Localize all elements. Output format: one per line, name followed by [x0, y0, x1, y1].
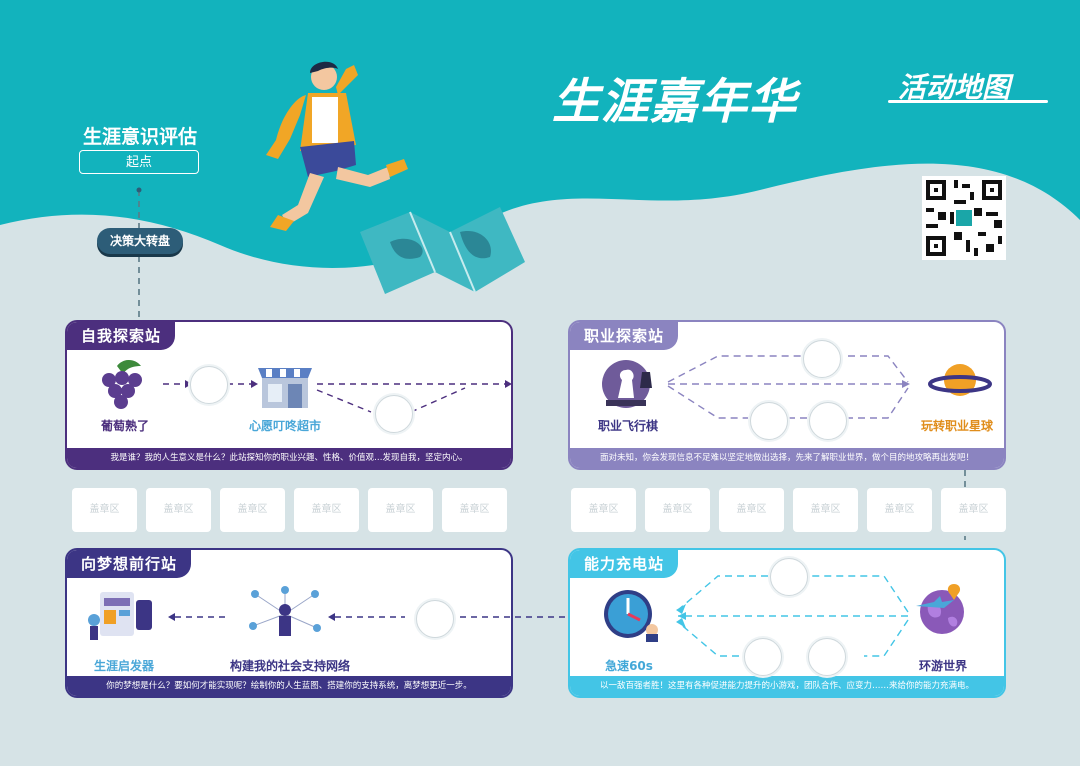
station-item-speed-60s[interactable]: 急速60s	[605, 659, 653, 673]
activity-slot[interactable]	[808, 638, 846, 676]
decision-wheel-badge: 决策大转盘	[97, 228, 183, 254]
activity-slot[interactable]	[809, 402, 847, 440]
stamp-row-right: 盖章区 盖章区 盖章区 盖章区 盖章区 盖章区	[571, 488, 1006, 532]
activity-slot[interactable]	[190, 366, 228, 404]
activity-slot[interactable]	[803, 340, 841, 378]
self-station-flow	[163, 380, 512, 413]
planet-icon	[928, 364, 992, 396]
start-title: 生涯意识评估	[82, 126, 197, 148]
station-item-grapes[interactable]: 葡萄熟了	[100, 419, 149, 433]
activity-slot[interactable]	[750, 402, 788, 440]
stamp-slot[interactable]: 盖章区	[719, 488, 784, 532]
stamp-slot[interactable]: 盖章区	[368, 488, 433, 532]
stamp-row-left: 盖章区 盖章区 盖章区 盖章区 盖章区 盖章区	[72, 488, 507, 532]
store-icon	[258, 368, 312, 408]
stamp-slot[interactable]: 盖章区	[146, 488, 211, 532]
stamp-slot[interactable]: 盖章区	[571, 488, 636, 532]
stamp-slot[interactable]: 盖章区	[645, 488, 710, 532]
station-footer: 我是谁？我的人生意义是什么？此站探知你的职业兴趣、性格、价值观…发现自我，坚定内…	[67, 448, 511, 468]
station-item-world-tour[interactable]: 环游世界	[918, 659, 967, 673]
stamp-slot[interactable]: 盖章区	[72, 488, 137, 532]
chess-icon	[602, 360, 652, 408]
globe-icon	[916, 584, 964, 634]
stamp-slot[interactable]: 盖章区	[294, 488, 359, 532]
network-icon	[249, 586, 321, 636]
station-career-exploration: 职业探索站 面对未知，你会发现信息不足难以坚定地做出选择，先来了解职业世界，做个…	[568, 320, 1006, 470]
station-item-career-planet[interactable]: 玩转职业星球	[920, 419, 993, 433]
station-self-exploration: 自我探索站 我是谁？我的人生意义是什么？此站探知你的职业兴趣、性格、价值观…发现…	[65, 320, 513, 470]
title-underline	[888, 100, 1048, 103]
activity-slot[interactable]	[375, 395, 413, 433]
page-subtitle: 活动地图	[898, 71, 1011, 104]
page-title: 生涯嘉年华	[552, 74, 798, 130]
station-item-career-chess[interactable]: 职业飞行棋	[597, 419, 658, 433]
station-footer: 面对未知，你会发现信息不足难以坚定地做出选择，先来了解职业世界，做个目的地攻略再…	[570, 448, 1004, 468]
station-tab: 自我探索站	[67, 322, 176, 350]
station-item-career-inspirer[interactable]: 生涯启发器	[93, 659, 154, 673]
stamp-slot[interactable]: 盖章区	[442, 488, 507, 532]
person-jumping-icon	[266, 61, 408, 231]
dashboard-icon	[88, 592, 152, 640]
dream-station-flow	[168, 613, 600, 621]
stamp-slot[interactable]: 盖章区	[220, 488, 285, 532]
activity-slot[interactable]	[770, 558, 808, 596]
station-tab: 职业探索站	[570, 322, 679, 350]
station-tab: 能力充电站	[570, 550, 679, 578]
activity-slot[interactable]	[416, 600, 454, 638]
station-item-support-network[interactable]: 构建我的社会支持网络	[229, 659, 350, 673]
clock-icon	[604, 590, 658, 642]
activity-slot[interactable]	[744, 638, 782, 676]
stamp-slot[interactable]: 盖章区	[867, 488, 932, 532]
qr-code-icon[interactable]	[922, 176, 1006, 260]
stamp-slot[interactable]: 盖章区	[941, 488, 1006, 532]
station-footer: 以一敌百强者胜！这里有各种促进能力提升的小游戏，团队合作、应变力……来给你的能力…	[570, 676, 1004, 696]
station-item-wish-store[interactable]: 心愿叮咚超市	[248, 419, 321, 433]
map-icon	[360, 207, 525, 294]
stamp-slot[interactable]: 盖章区	[793, 488, 858, 532]
grapes-icon	[102, 360, 142, 409]
start-label: 起点	[79, 150, 199, 174]
station-tab: 向梦想前行站	[67, 550, 192, 578]
station-footer: 你的梦想是什么？要如何才能实现呢？绘制你的人生蓝图、搭建你的支持系统，离梦想更近…	[67, 676, 511, 696]
